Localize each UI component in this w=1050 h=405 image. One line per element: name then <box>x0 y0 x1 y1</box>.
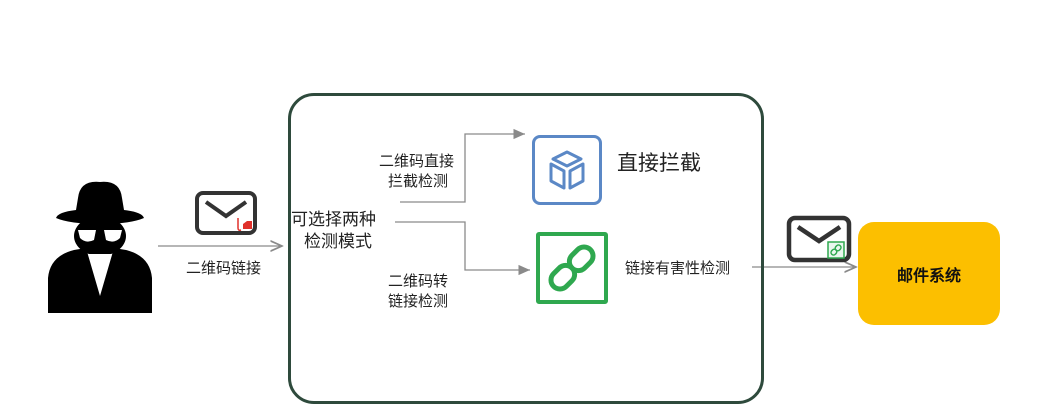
spy-icon <box>40 178 160 313</box>
mode-label-line2: 检测模式 <box>304 232 372 252</box>
mail-system-label: 邮件系统 <box>896 265 961 285</box>
mode-label-line1: 可选择两种 <box>291 210 376 230</box>
branch-bottom-line2: 链接检测 <box>388 292 449 310</box>
link-check-label: 链接有害性检测 <box>625 259 731 277</box>
link-icon <box>548 244 596 292</box>
qr-link-label: 二维码链接 <box>186 259 262 277</box>
branch-bottom-line1: 二维码转 <box>388 272 449 290</box>
link-check-node <box>536 232 608 304</box>
cube-icon <box>549 150 585 190</box>
phishing-mail-icon <box>194 190 260 238</box>
mail-system-node: 邮件系统 <box>858 222 1000 325</box>
branch-top-line1: 二维码直接 <box>379 152 455 170</box>
safe-mail-icon <box>786 215 852 265</box>
detection-module-box <box>288 93 764 404</box>
block-title: 直接拦截 <box>617 151 701 175</box>
block-node <box>532 135 602 205</box>
branch-top-line2: 拦截检测 <box>388 172 449 190</box>
